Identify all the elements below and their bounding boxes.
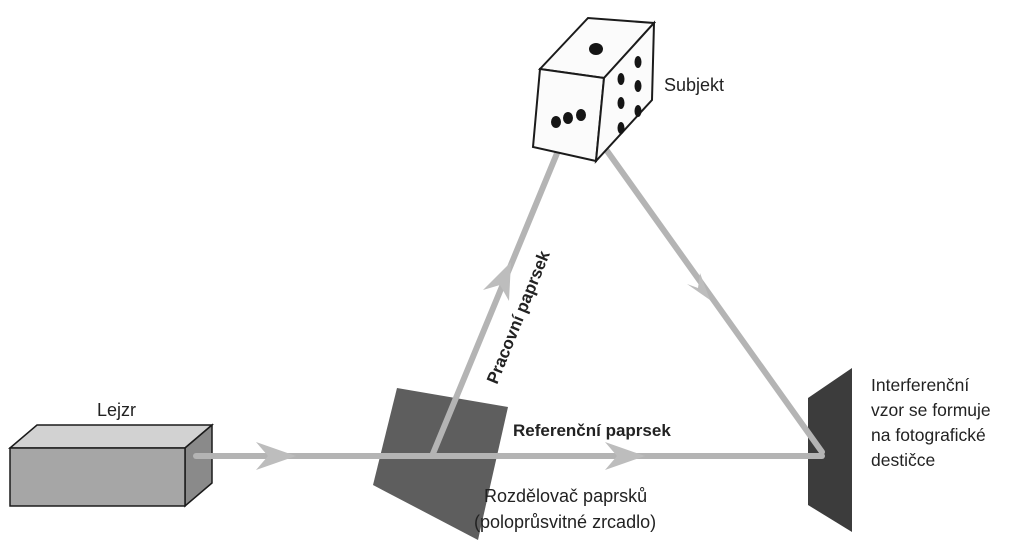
beam-splitter-label-line2: (poloprůsvitné zrcadlo)	[474, 512, 656, 532]
arrow-object-beam	[687, 273, 710, 300]
dice-pip	[551, 116, 561, 128]
plate-label-line2: vzor se formuje	[871, 400, 991, 420]
laser-top-face	[7, 424, 215, 449]
laser-front-face	[9, 447, 186, 507]
laser-label: Lejzr	[97, 400, 136, 420]
arrow-working-beam	[483, 262, 511, 301]
plate-label-line3: na fotografické	[871, 425, 986, 445]
dice-pip	[589, 43, 603, 55]
dice-pip	[563, 112, 573, 124]
beam-splitter-label-line1: Rozdělovač paprsků	[484, 486, 647, 506]
dice-pip	[617, 97, 625, 109]
reference-beam-label: Referenční paprsek	[513, 421, 671, 440]
dice-pip	[634, 105, 642, 117]
arrow-reference-beam	[605, 442, 645, 470]
beam-arrows	[256, 262, 710, 470]
working-beam-label: Pracovní paprsek	[483, 247, 554, 386]
arrow-laser-beam	[256, 442, 296, 470]
dice-pip	[634, 56, 642, 68]
dice-pip	[634, 80, 642, 92]
dice-subject	[531, 16, 657, 164]
dice-pip	[617, 73, 625, 85]
plate-label-line4: destičce	[871, 450, 935, 470]
beam-splitter	[373, 388, 508, 540]
subject-label: Subjekt	[664, 75, 724, 95]
laser	[7, 423, 215, 508]
plate-label-line1: Interferenční	[871, 375, 969, 395]
dice-pip	[576, 109, 586, 121]
dice-pip	[617, 122, 625, 134]
photographic-plate	[808, 368, 852, 532]
